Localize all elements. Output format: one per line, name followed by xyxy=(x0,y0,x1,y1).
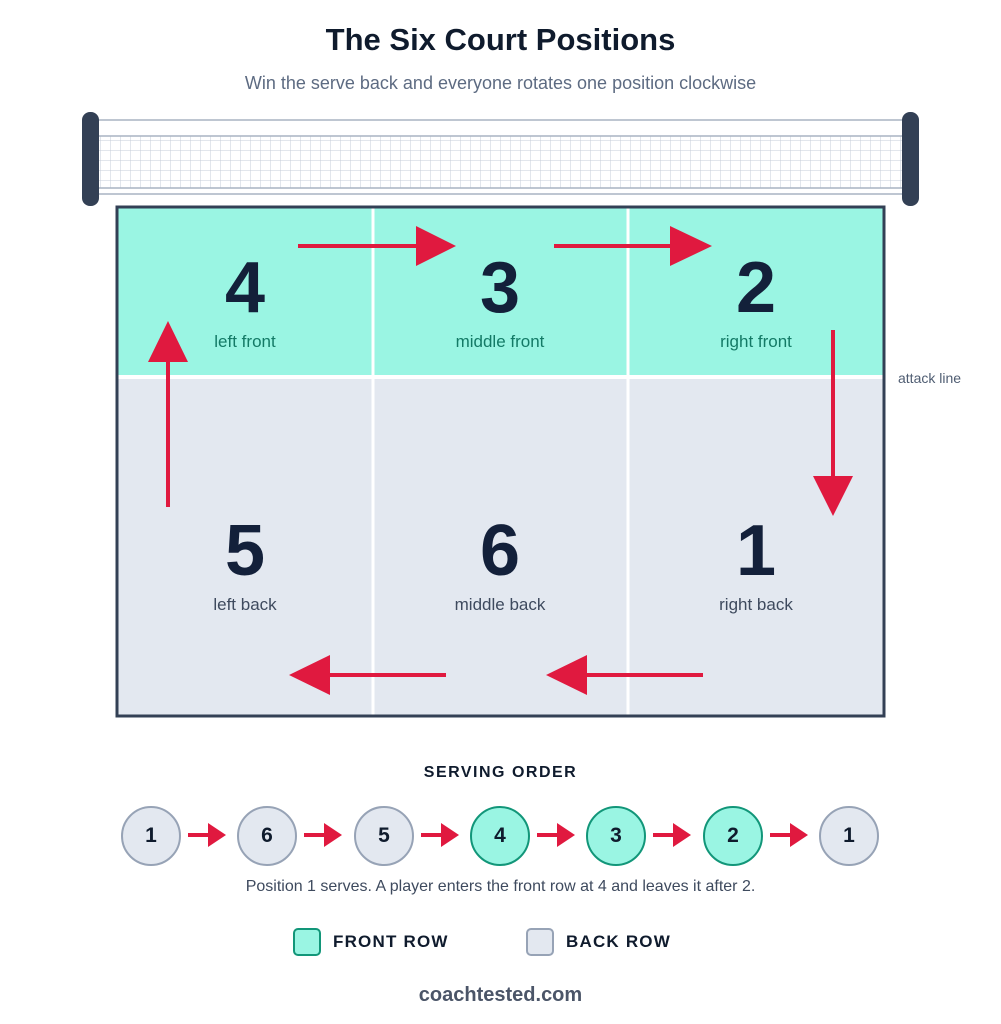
position-right-front: 2 right front xyxy=(720,248,792,351)
rotation-arrow-3-to-2 xyxy=(554,226,712,266)
position-number: 1 xyxy=(736,511,776,591)
serving-order-title: SERVING ORDER xyxy=(423,764,578,781)
attack-line-label: attack line xyxy=(898,370,961,386)
page-subtitle: Win the serve back and everyone rotates … xyxy=(244,73,757,93)
position-number: 3 xyxy=(480,248,520,328)
court xyxy=(115,205,886,718)
position-label: middle front xyxy=(456,332,545,351)
position-label: right front xyxy=(720,332,792,351)
legend-back-row: BACK ROW xyxy=(526,926,671,958)
position-middle-front: 3 middle front xyxy=(456,248,545,351)
serving-arrow xyxy=(537,823,575,847)
serving-order-sequence: 1 6 5 4 3 2 1 xyxy=(121,806,881,866)
legend-back-swatch xyxy=(526,928,554,956)
serving-arrow xyxy=(653,823,691,847)
rotation-arrow-1-to-6 xyxy=(546,655,703,695)
serving-token-4: 4 xyxy=(470,806,530,866)
footer-brand: coachtested.com xyxy=(418,984,583,1006)
legend-back-label: BACK ROW xyxy=(566,932,671,951)
serving-order-note: Position 1 serves. A player enters the f… xyxy=(245,878,756,895)
rotation-arrows xyxy=(148,226,853,695)
position-right-back: 1 right back xyxy=(719,511,793,614)
position-number: 4 xyxy=(225,248,265,328)
serving-token-7: 1 xyxy=(819,806,879,866)
serving-token-6: 2 xyxy=(703,806,763,866)
rotation-arrow-5-to-4 xyxy=(148,321,188,507)
legend-front-label: FRONT ROW xyxy=(333,932,449,951)
position-left-front: 4 left front xyxy=(214,248,276,351)
serving-token-5: 3 xyxy=(586,806,646,866)
court-border xyxy=(115,205,886,718)
net-top-band xyxy=(95,119,907,137)
net-post-left xyxy=(82,112,99,206)
court-diagram: attack line 4 left front 3 middle front … xyxy=(82,112,961,718)
back-zone xyxy=(117,377,884,716)
position-number: 5 xyxy=(225,511,265,591)
serving-arrow xyxy=(421,823,459,847)
page-title: The Six Court Positions xyxy=(325,22,676,57)
position-middle-back: 6 middle back xyxy=(455,511,546,614)
legend-front-swatch xyxy=(293,928,321,956)
serving-token-2: 6 xyxy=(237,806,297,866)
position-label: middle back xyxy=(455,595,546,614)
serving-arrow xyxy=(304,823,342,847)
rotation-arrow-6-to-5 xyxy=(289,655,446,695)
net-post-right xyxy=(902,112,919,206)
rotation-arrow-4-to-3 xyxy=(298,226,456,266)
serving-token-1: 1 xyxy=(121,806,181,866)
position-number: 2 xyxy=(736,248,776,328)
serving-arrow xyxy=(188,823,226,847)
position-left-back: 5 left back xyxy=(213,511,277,614)
volleyball-net xyxy=(82,112,919,206)
position-label: right back xyxy=(719,595,793,614)
position-label: left back xyxy=(213,595,277,614)
serving-arrow xyxy=(770,823,808,847)
front-zone xyxy=(117,207,884,377)
position-number: 6 xyxy=(480,511,520,591)
net-bottom-band xyxy=(95,187,907,195)
legend-front-row: FRONT ROW xyxy=(293,926,449,958)
serving-token-3: 5 xyxy=(354,806,414,866)
position-label: left front xyxy=(214,332,276,351)
rotation-arrow-2-to-1 xyxy=(813,330,853,516)
